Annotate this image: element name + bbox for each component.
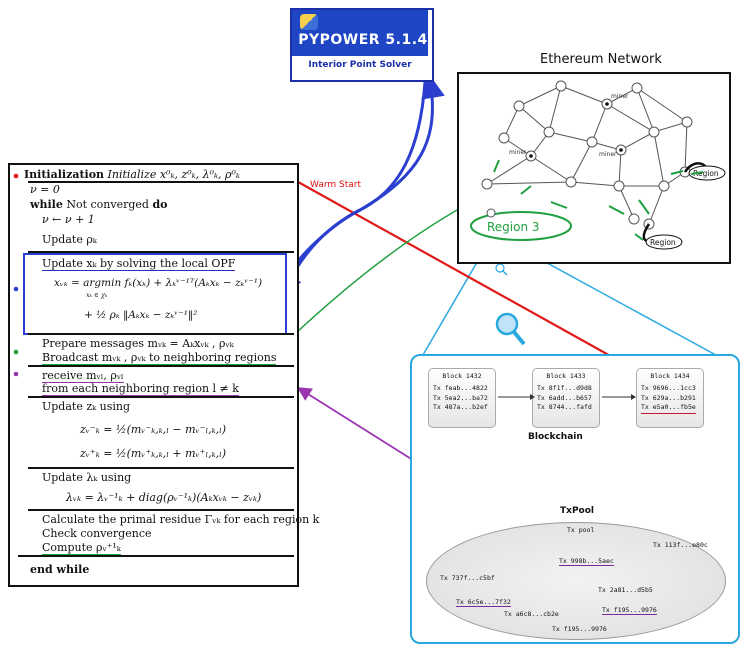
broadcast-line: Broadcast mᵥₖ , ρᵥₖ to neighboring regio… <box>42 351 277 365</box>
primal-residue-line: Calculate the primal residue Γᵥₖ for eac… <box>42 513 320 526</box>
block-1432: Block 1432 Tx feab...4822 Tx 5ea2...ba72… <box>428 368 496 428</box>
region-label: Region <box>693 169 719 178</box>
argmin-subscript: xₖ ∈ χₖ <box>86 291 108 299</box>
separator <box>28 509 294 511</box>
magnifier-icon <box>495 312 526 346</box>
txpool-cloud <box>426 522 726 640</box>
block-1433: Block 1433 Tx 8f1f...d9d8 Tx 6add...b657… <box>532 368 600 428</box>
init-keyword: Initialization <box>24 168 105 181</box>
separator <box>28 365 294 367</box>
miner-label: miner <box>509 149 527 156</box>
update-lambda-line: Update λₖ using <box>42 471 132 484</box>
z-plus-line: zᵥ⁺ₖ = ½(mᵥ⁺ₖ,ₖ,ₗ + mᵥ⁺ₗ,ₖ,ₗ) <box>80 447 227 460</box>
z-minus-line: zᵥ⁻ₖ = ½(mᵥ⁻ₖ,ₖ,ₗ − mᵥ⁻ₗ,ₖ,ₗ) <box>80 423 227 436</box>
txpool-label: TxPool <box>560 506 594 516</box>
update-rho-line: Update ρₖ <box>42 233 97 246</box>
prepare-messages-line: Prepare messages mᵥₖ = Aₖxᵥₖ , ρᵥₖ <box>42 337 234 350</box>
pypower-subtitle: Interior Point Solver <box>308 60 412 70</box>
block-1434: Block 1434 Tx 9696...1cc3 Tx 629a...b291… <box>636 368 704 428</box>
block-tx: Tx 8f1f...d9d8 <box>537 384 592 393</box>
txpool-item: Tx 2a81...d5b5 <box>598 586 653 594</box>
block-tx-highlighted: Tx e5a0...fb5e <box>641 403 696 414</box>
miner-label: miner <box>599 151 617 158</box>
warm-start-arrow <box>278 170 633 369</box>
penalty-line: + ½ ρₖ ‖Aₖxₖ − zₖᵛ⁻¹‖² <box>84 309 198 321</box>
algorithm-box: Initialization Initialize x⁰ₖ, z⁰ₖ, λ⁰ₖ,… <box>8 163 319 587</box>
block-tx: Tx 9696...1cc3 <box>641 384 696 393</box>
from-neighbors-text: from each neighboring region l ≠ k <box>42 382 239 396</box>
lambda-formula-line: λᵥₖ = λᵥ⁻¹ₖ + diag(ρᵥ⁻¹ₖ)(Aₖxᵥₖ − zᵥₖ) <box>66 491 262 504</box>
txpool-item: Tx 998b...5aec <box>559 557 614 566</box>
network-graph: miner miner miner Region Region Region 3 <box>470 80 726 250</box>
block-tx: Tx 6add...b657 <box>537 393 592 402</box>
txpool-item: Tx a6c8...cb2e <box>504 610 559 618</box>
do-keyword: do <box>152 198 168 211</box>
txpool-item: Tx 113f...e80c <box>653 541 708 549</box>
broadcast-arrow <box>276 199 476 352</box>
block-tx: Tx 487a...b2ef <box>433 403 488 412</box>
init-text: Initialize x⁰ₖ, z⁰ₖ, λ⁰ₖ, ρ⁰ₖ <box>107 168 240 182</box>
block-tx: Tx 5ea2...ba72 <box>433 393 488 402</box>
compute-rho-line: Compute ρᵥ⁺¹ₖ <box>42 541 121 555</box>
block-title: Block 1434 <box>650 372 690 380</box>
small-magnifier-icon <box>495 263 508 276</box>
region-3-label: Region 3 <box>487 220 540 234</box>
chain-arrows <box>498 394 636 400</box>
update-x-text: Update xₖ by solving the local OPF <box>42 257 236 271</box>
ethereum-network-box: miner miner miner Region Region Region 3 <box>457 72 731 264</box>
txpool-item: Tx f195...9976 <box>602 606 657 615</box>
separator <box>28 467 294 469</box>
txpool-item: Tx 737f...c5bf <box>440 574 495 582</box>
argmin-line: xᵥₖ = argmin fₖ(xₖ) + λₖᵛ⁻¹ᵀ(Aₖxₖ − zₖᵛ⁻… <box>54 277 263 289</box>
solver-return-arrow <box>279 81 427 298</box>
check-convergence-line: Check convergence <box>42 527 152 540</box>
txpool-item: Tx pool <box>567 526 595 534</box>
update-x-line: Update xₖ by solving the local OPF <box>42 257 236 271</box>
separator <box>28 181 294 183</box>
from-neighbors-line: from each neighboring region l ≠ k <box>42 382 239 396</box>
nu-init-line: ν = 0 <box>30 183 60 196</box>
blockchain-label: Blockchain <box>528 432 583 442</box>
separator <box>28 396 294 398</box>
block-tx: Tx 629a...b291 <box>641 393 696 402</box>
txpool-item: Tx f195...9976 <box>552 625 607 633</box>
while-condition: Not converged <box>66 198 149 211</box>
ethereum-network-title: Ethereum Network <box>540 52 662 67</box>
region-label: Region <box>650 238 676 247</box>
block-tx: Tx feab...4822 <box>433 384 488 393</box>
python-logo-icon <box>300 14 318 30</box>
init-line: Initialization Initialize x⁰ₖ, z⁰ₖ, λ⁰ₖ,… <box>24 168 240 182</box>
compute-rho-text: Compute ρᵥ⁺¹ₖ <box>42 541 121 555</box>
miner-label: miner <box>611 93 629 100</box>
pypower-badge: PYPOWER 5.1.4 Interior Point Solver <box>290 8 434 82</box>
separator <box>28 333 294 335</box>
while-line: while Not converged do <box>30 198 167 212</box>
warm-start-label: Warm Start <box>310 180 361 190</box>
separator <box>28 251 294 253</box>
block-title: Block 1433 <box>546 372 586 380</box>
receive-line: receive mᵥₗ, ρᵥₗ <box>42 369 124 383</box>
receive-text: receive mᵥₗ, ρᵥₗ <box>42 369 124 383</box>
block-title: Block 1432 <box>442 372 482 380</box>
bullet-markers <box>13 173 19 377</box>
pypower-logo: PYPOWER 5.1.4 <box>292 10 428 56</box>
while-keyword: while <box>30 198 63 211</box>
separator <box>18 555 294 557</box>
nu-increment-line: ν ← ν + 1 <box>42 213 95 226</box>
end-while-line: end while <box>30 563 90 576</box>
update-z-line: Update zₖ using <box>42 400 131 413</box>
txpool-item: Tx 6c5e...7f32 <box>456 598 511 607</box>
block-tx: Tx 8744...fafd <box>537 403 592 412</box>
broadcast-text: Broadcast mᵥₖ , ρᵥₖ to neighboring regio… <box>42 351 277 365</box>
pypower-title: PYPOWER 5.1.4 <box>298 32 428 48</box>
